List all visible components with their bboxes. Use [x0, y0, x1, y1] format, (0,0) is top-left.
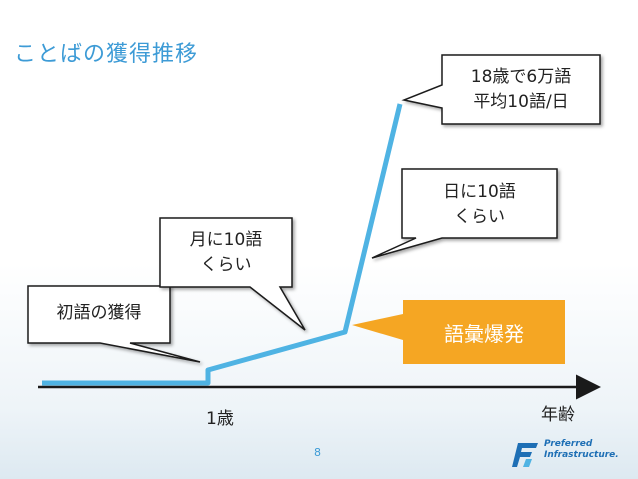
logo-mark-icon	[512, 443, 538, 467]
vocabulary-burst-label: 語彙爆発	[444, 321, 524, 346]
logo-wordmark: Preferred Infrastructure.	[544, 439, 619, 460]
callout-monthly-text: 月に10語 くらい	[189, 230, 263, 275]
age-axis-label: 年齢	[541, 405, 575, 425]
age-one-tick-label: 1歳	[206, 409, 234, 429]
callout-daily-text: 日に10語 くらい	[443, 182, 516, 227]
callout-first-word-text: 初語の獲得	[56, 303, 142, 323]
vocabulary-growth-curve	[42, 103, 403, 386]
callout-final	[401, 54, 601, 125]
page-number: 8	[314, 446, 321, 459]
company-logo: Preferred Infrastructure.	[512, 437, 630, 471]
vocabulary-burst-callout	[352, 300, 565, 364]
callout-final-text: 18歳で6万語 平均10語/日	[470, 67, 572, 112]
slide-title: ことばの獲得推移	[14, 42, 199, 67]
callout-daily	[371, 168, 558, 259]
callout-monthly	[159, 217, 306, 331]
callout-first-word	[27, 285, 201, 363]
